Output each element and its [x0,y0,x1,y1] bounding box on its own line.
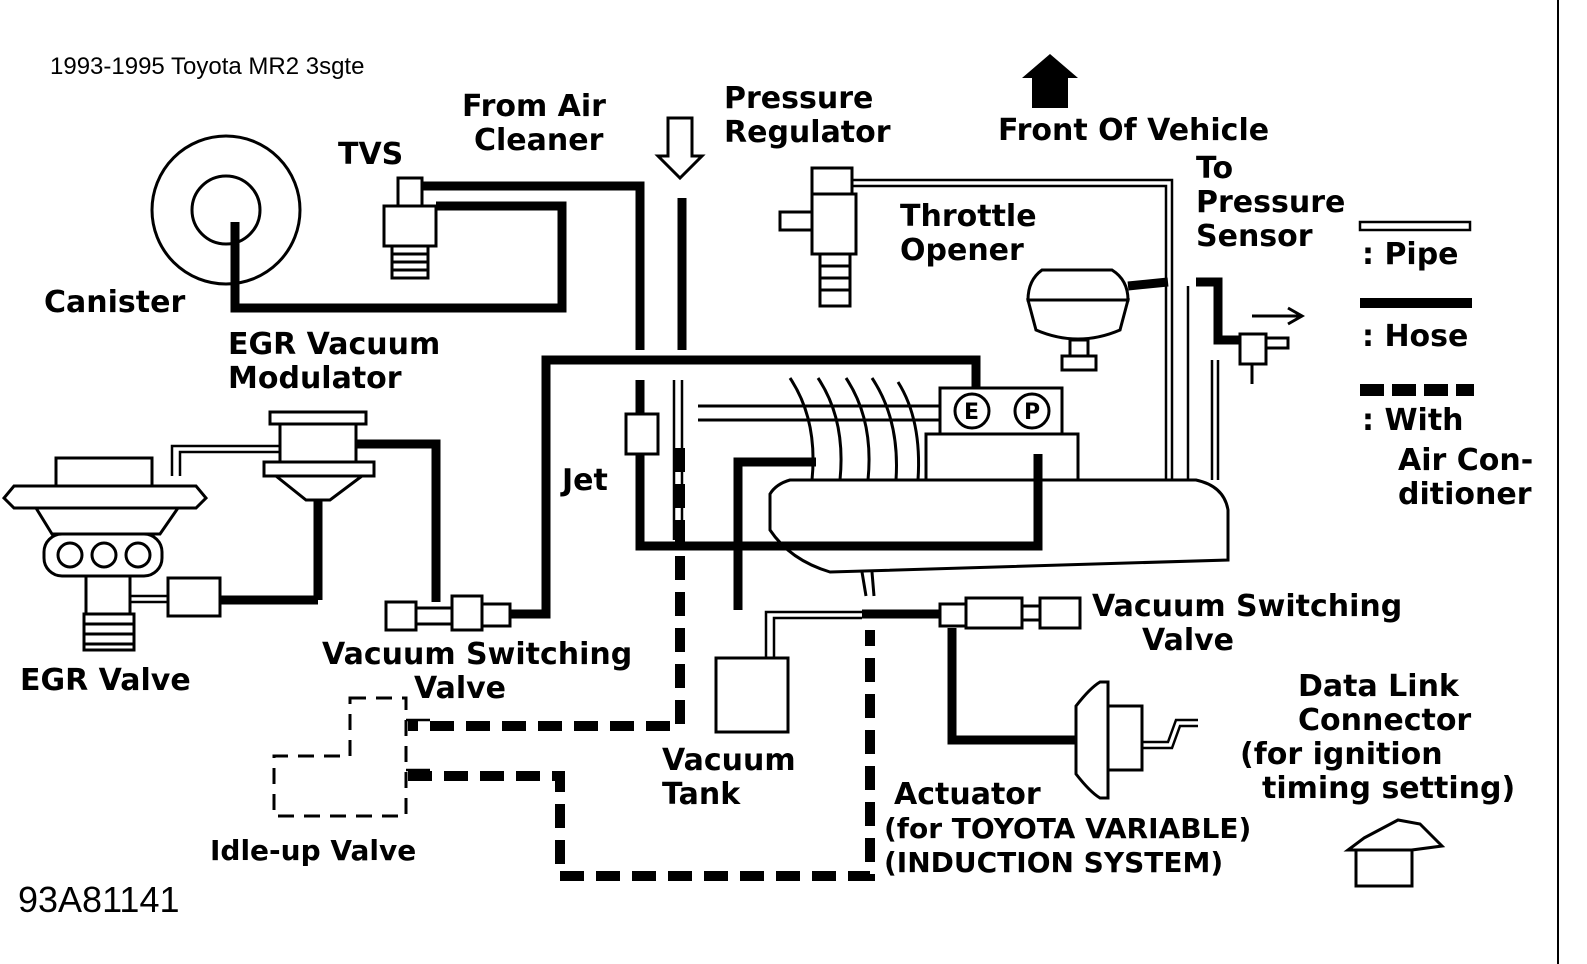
legend: : Pipe : Hose : With Air Con- ditioner [1358,220,1533,512]
egr-valve-label: EGR Valve [20,663,191,698]
hose-modulator-egr [170,444,280,476]
hose-pressure-sensor [1196,277,1246,345]
from-air-label-2: Cleaner [474,123,604,158]
hose-jet-loop [635,380,1043,551]
egr-modulator-label-2: Modulator [228,361,402,396]
pressure-regulator-label-1: Pressure [724,81,873,116]
pressure-sensor-fitting [1238,332,1290,384]
hose-canister-tvs [230,201,567,313]
vsv-right-label-1: Vacuum Switching [1092,589,1402,624]
legend-ac-label-1: : With [1362,403,1464,438]
vacuum-tank-label-2: Tank [662,777,741,812]
throttle-opener-label-1: Throttle [900,199,1037,234]
throttle-opener-label-2: Opener [900,233,1024,268]
egr-vacuum-modulator [262,410,376,600]
e-marker: E [953,392,991,430]
hose-vsv-actuator [947,628,1076,745]
legend-hose-label: : Hose [1362,319,1468,354]
front-arrow-icon [1022,54,1078,108]
throttle-opener [1026,268,1169,372]
vsv-left-label-1: Vacuum Switching [322,637,632,672]
tvs-label: TVS [338,137,403,172]
hose-tvs-jet [422,181,645,350]
svg-text:E: E [964,400,979,425]
idle-up-valve [272,696,408,818]
hose-regulator [852,178,1174,480]
legend-pipe: : Pipe [1358,220,1472,272]
actuator-label-2: (for TOYOTA VARIABLE) [884,812,1251,845]
actuator-label-1: Actuator [894,777,1041,812]
ac-hose-vertical [408,448,685,731]
sensor-arrow-icon [1252,306,1306,326]
egr-modulator-label-1: EGR Vacuum [228,327,440,362]
tvs-valve [382,176,438,280]
data-link-connector-icon [1343,818,1446,888]
figure-code: 93A81141 [18,879,180,920]
dlc-label-1: Data Link [1298,669,1460,704]
hose-vsv-intake [510,355,981,619]
vsv-left [384,594,512,632]
jet [624,412,660,456]
ac-hose-loop [408,630,875,881]
from-air-label-1: From Air [462,89,606,124]
vsv-left-label-2: Valve [414,671,506,706]
vacuum-tank-label-1: Vacuum [662,743,796,778]
hose-intake-center [733,457,816,610]
to-pressure-label-1: To [1196,151,1233,186]
legend-ac: : With Air Con- ditioner [1360,384,1533,512]
idle-up-label: Idle-up Valve [210,834,416,867]
to-pressure-label-3: Sensor [1196,219,1313,254]
tvis-actuator [1074,680,1198,800]
front-of-vehicle-label: Front Of Vehicle [998,113,1269,148]
vacuum-tank [714,656,790,734]
p-marker: P [1013,392,1051,430]
air-cleaner-arrow-icon [654,116,706,181]
vsv-right [938,596,1082,630]
hose-modulator-right [356,439,441,602]
legend-ac-label-2: Air Con- [1398,443,1533,478]
dlc-label-4: timing setting) [1262,771,1515,806]
to-pressure-label-2: Pressure [1196,185,1345,220]
vsv-right-label-2: Valve [1142,623,1234,658]
canister-label: Canister [44,285,185,320]
legend-hose: : Hose [1360,298,1472,354]
intake-plenum [698,377,1230,597]
pressure-regulator-label-2: Regulator [724,115,891,150]
egr-valve [1,456,209,652]
diagram-header: 1993-1995 Toyota MR2 3sgte [50,53,364,80]
legend-pipe-label: : Pipe [1362,237,1459,272]
legend-ac-label-3: ditioner [1398,477,1532,512]
pressure-regulator [778,166,858,308]
canister [150,134,302,286]
svg-text:P: P [1024,400,1040,425]
jet-label: Jet [560,463,608,498]
egr-connector [166,576,222,618]
actuator-label-3: (INDUCTION SYSTEM) [884,846,1223,879]
dlc-label-3: (for ignition [1240,737,1443,772]
dlc-label-2: Connector [1298,703,1471,738]
